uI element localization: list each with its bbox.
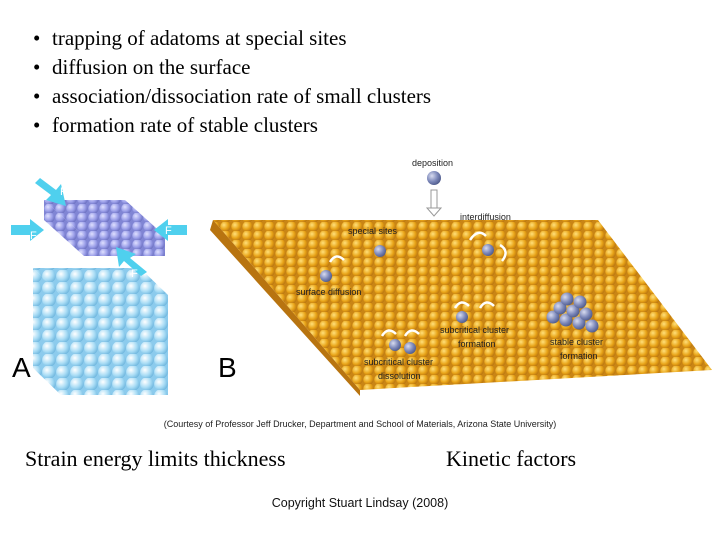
force-arrows (11, 178, 187, 276)
deposition-arrow (430, 189, 438, 209)
bullet-item: trapping of adatoms at special sites (30, 24, 431, 53)
bullet-item: association/dissociation rate of small c… (30, 82, 431, 111)
adatom (427, 171, 441, 185)
bullet-list: trapping of adatoms at special sites dif… (30, 24, 431, 140)
motion-arrows (328, 231, 507, 337)
growth-figure: F F F F (0, 150, 720, 410)
caption-right: Kinetic factors (446, 446, 577, 471)
annotation-deposition: deposition (412, 158, 453, 168)
figure-credit: (Courtesy of Professor Jeff Drucker, Dep… (163, 419, 557, 429)
annotation-subcritical-dissolution: dissolution (378, 371, 421, 381)
force-label: F (165, 225, 172, 237)
annotation-stable-formation: formation (560, 351, 598, 361)
force-label: F (60, 186, 67, 198)
figure-illustration: F F F F (11, 158, 712, 396)
panel-b-illustration: deposition interdiffusion special sites … (210, 158, 712, 396)
panel-a-label: A (12, 352, 31, 383)
annotation-subcritical-formation: subcritical cluster (440, 325, 509, 335)
force-label: F (131, 268, 138, 280)
annotation-stable-formation: stable cluster (550, 337, 603, 347)
annotation-special-sites: special sites (348, 226, 398, 236)
bullet-item: formation rate of stable clusters (30, 111, 431, 140)
annotation-surface-diffusion: surface diffusion (296, 287, 361, 297)
annotation-subcritical-dissolution: subcritical cluster (364, 357, 433, 367)
force-label: F (30, 230, 37, 242)
caption-left: Strain energy limits thickness (25, 446, 286, 471)
panel-b-label: B (218, 352, 237, 383)
annotation-subcritical-formation: formation (458, 339, 496, 349)
annotation-interdiffusion: interdiffusion (460, 212, 511, 222)
stable-cluster (546, 292, 599, 333)
copyright-notice: Copyright Stuart Lindsay (2008) (271, 496, 449, 510)
bullet-item: diffusion on the surface (30, 53, 431, 82)
panel-a-illustration: F F F F (11, 178, 187, 395)
